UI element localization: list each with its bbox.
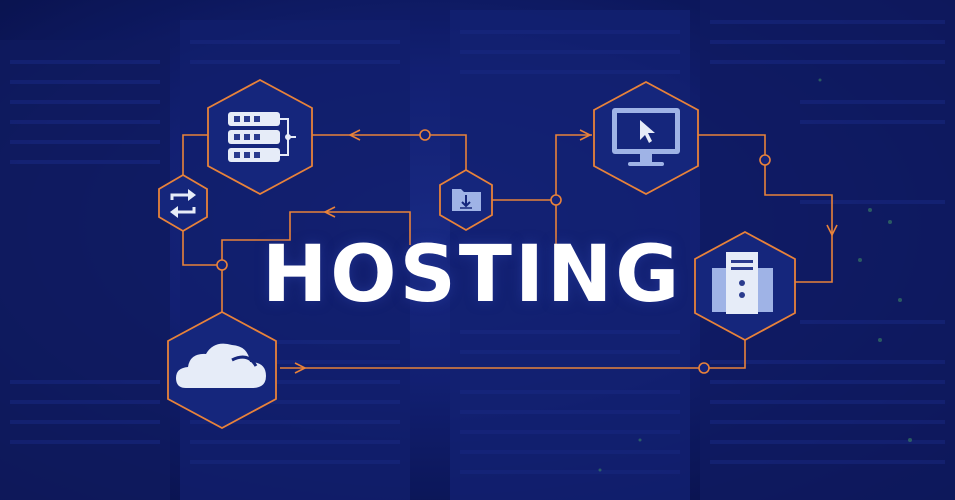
network-nodes <box>216 129 771 374</box>
server-rack-icon <box>207 78 313 196</box>
sync-arrows-icon <box>158 173 208 233</box>
headline: HOSTING <box>262 230 683 320</box>
download-folder-icon <box>439 168 493 232</box>
cloud-icon <box>167 310 277 430</box>
server-tower-icon <box>694 230 796 342</box>
network-lines <box>182 134 833 369</box>
network-arrows <box>294 129 838 374</box>
monitor-cursor-icon <box>593 80 699 196</box>
